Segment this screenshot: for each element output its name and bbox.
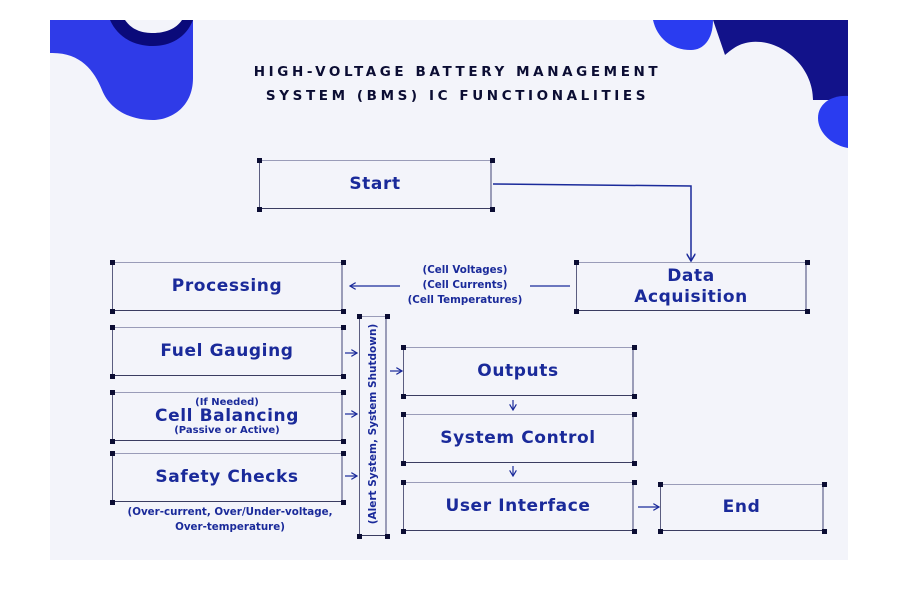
corner-handle	[256, 206, 262, 212]
corner-handle	[340, 389, 346, 395]
corner-handle	[804, 308, 810, 314]
node-data-acquisition-label-1: Data	[667, 266, 715, 287]
corner-handle	[631, 393, 637, 399]
corner-handle	[631, 344, 637, 350]
node-user-interface[interactable]: User Interface	[403, 482, 634, 531]
corner-handle	[657, 481, 663, 487]
corner-handle	[109, 259, 115, 265]
corner-handle	[804, 259, 810, 265]
node-cell-balancing-label: Cell Balancing	[155, 406, 299, 426]
corner-handle	[384, 313, 390, 319]
node-user-interface-label: User Interface	[445, 496, 591, 517]
node-outputs[interactable]: Outputs	[403, 347, 634, 396]
corner-handle	[489, 157, 495, 163]
corner-handle	[400, 411, 406, 417]
corner-handle	[573, 308, 579, 314]
corner-handle	[256, 157, 262, 163]
corner-handle	[340, 259, 346, 265]
node-data-acquisition-label-2: Acquisition	[634, 286, 748, 307]
edge-label-cell-measurements: (Cell Voltages) (Cell Currents) (Cell Te…	[390, 263, 540, 308]
node-data-acquisition[interactable]: Data Acquisition	[576, 262, 807, 311]
corner-handle	[340, 308, 346, 314]
corner-handle	[109, 389, 115, 395]
corner-handle	[821, 481, 827, 487]
node-processing[interactable]: Processing	[112, 262, 343, 311]
corner-handle	[631, 528, 637, 534]
node-safety-checks[interactable]: Safety Checks	[112, 453, 343, 502]
corner-handle	[631, 479, 637, 485]
corner-handle	[657, 528, 663, 534]
corner-handle	[631, 460, 637, 466]
corner-handle	[356, 533, 362, 539]
corner-handle	[400, 479, 406, 485]
corner-handle	[109, 308, 115, 314]
corner-handle	[400, 528, 406, 534]
node-cell-balancing[interactable]: (If Needed) Cell Balancing (Passive or A…	[112, 392, 343, 441]
corner-handle	[109, 438, 115, 444]
node-end[interactable]: End	[660, 484, 824, 531]
edge-label-cell-temperatures: (Cell Temperatures)	[407, 294, 523, 306]
corner-handle	[631, 411, 637, 417]
corner-handle	[109, 324, 115, 330]
corner-handle	[109, 499, 115, 505]
node-cell-balancing-top-note: (If Needed)	[195, 396, 259, 408]
title-line-2: SYSTEM (BMS) IC FUNCTIONALITIES	[265, 88, 650, 104]
node-fuel-gauging[interactable]: Fuel Gauging	[112, 327, 343, 376]
node-cell-balancing-bottom-note: (Passive or Active)	[174, 425, 280, 436]
corner-handle	[340, 499, 346, 505]
corner-handle	[340, 324, 346, 330]
node-start-label: Start	[349, 174, 401, 195]
corner-handle	[340, 438, 346, 444]
corner-handle	[356, 313, 362, 319]
corner-handle	[400, 344, 406, 350]
corner-handle	[340, 450, 346, 456]
corner-handle	[109, 450, 115, 456]
node-outputs-label: Outputs	[477, 361, 559, 382]
node-alert-system-label: (Alert System, System Shutdown)	[367, 323, 379, 525]
node-safety-checks-label: Safety Checks	[155, 467, 299, 488]
corner-handle	[573, 259, 579, 265]
safety-checks-note: (Over-current, Over/Under-voltage, Over-…	[100, 505, 360, 535]
node-fuel-gauging-label: Fuel Gauging	[160, 341, 294, 362]
node-system-control-label: System Control	[440, 428, 596, 449]
corner-handle	[109, 373, 115, 379]
safety-checks-note-line-1: (Over-current, Over/Under-voltage,	[127, 506, 333, 518]
decorative-blob-top-right	[653, 20, 848, 148]
node-start[interactable]: Start	[259, 160, 492, 209]
decorative-blob-top-left	[50, 20, 193, 120]
corner-handle	[489, 206, 495, 212]
diagram-canvas	[50, 20, 848, 560]
edge-label-cell-voltages: (Cell Voltages)	[422, 264, 508, 276]
node-processing-label: Processing	[171, 276, 283, 297]
corner-handle	[821, 528, 827, 534]
safety-checks-note-line-2: Over-temperature)	[175, 521, 285, 533]
corner-handle	[340, 373, 346, 379]
node-alert-system[interactable]	[359, 316, 387, 536]
corner-handle	[400, 393, 406, 399]
title-line-1: HIGH-VOLTAGE BATTERY MANAGEMENT	[253, 64, 662, 80]
node-end-label: End	[722, 497, 761, 518]
corner-handle	[400, 460, 406, 466]
node-system-control[interactable]: System Control	[403, 414, 634, 463]
edge-label-cell-currents: (Cell Currents)	[422, 279, 508, 291]
corner-handle	[384, 533, 390, 539]
